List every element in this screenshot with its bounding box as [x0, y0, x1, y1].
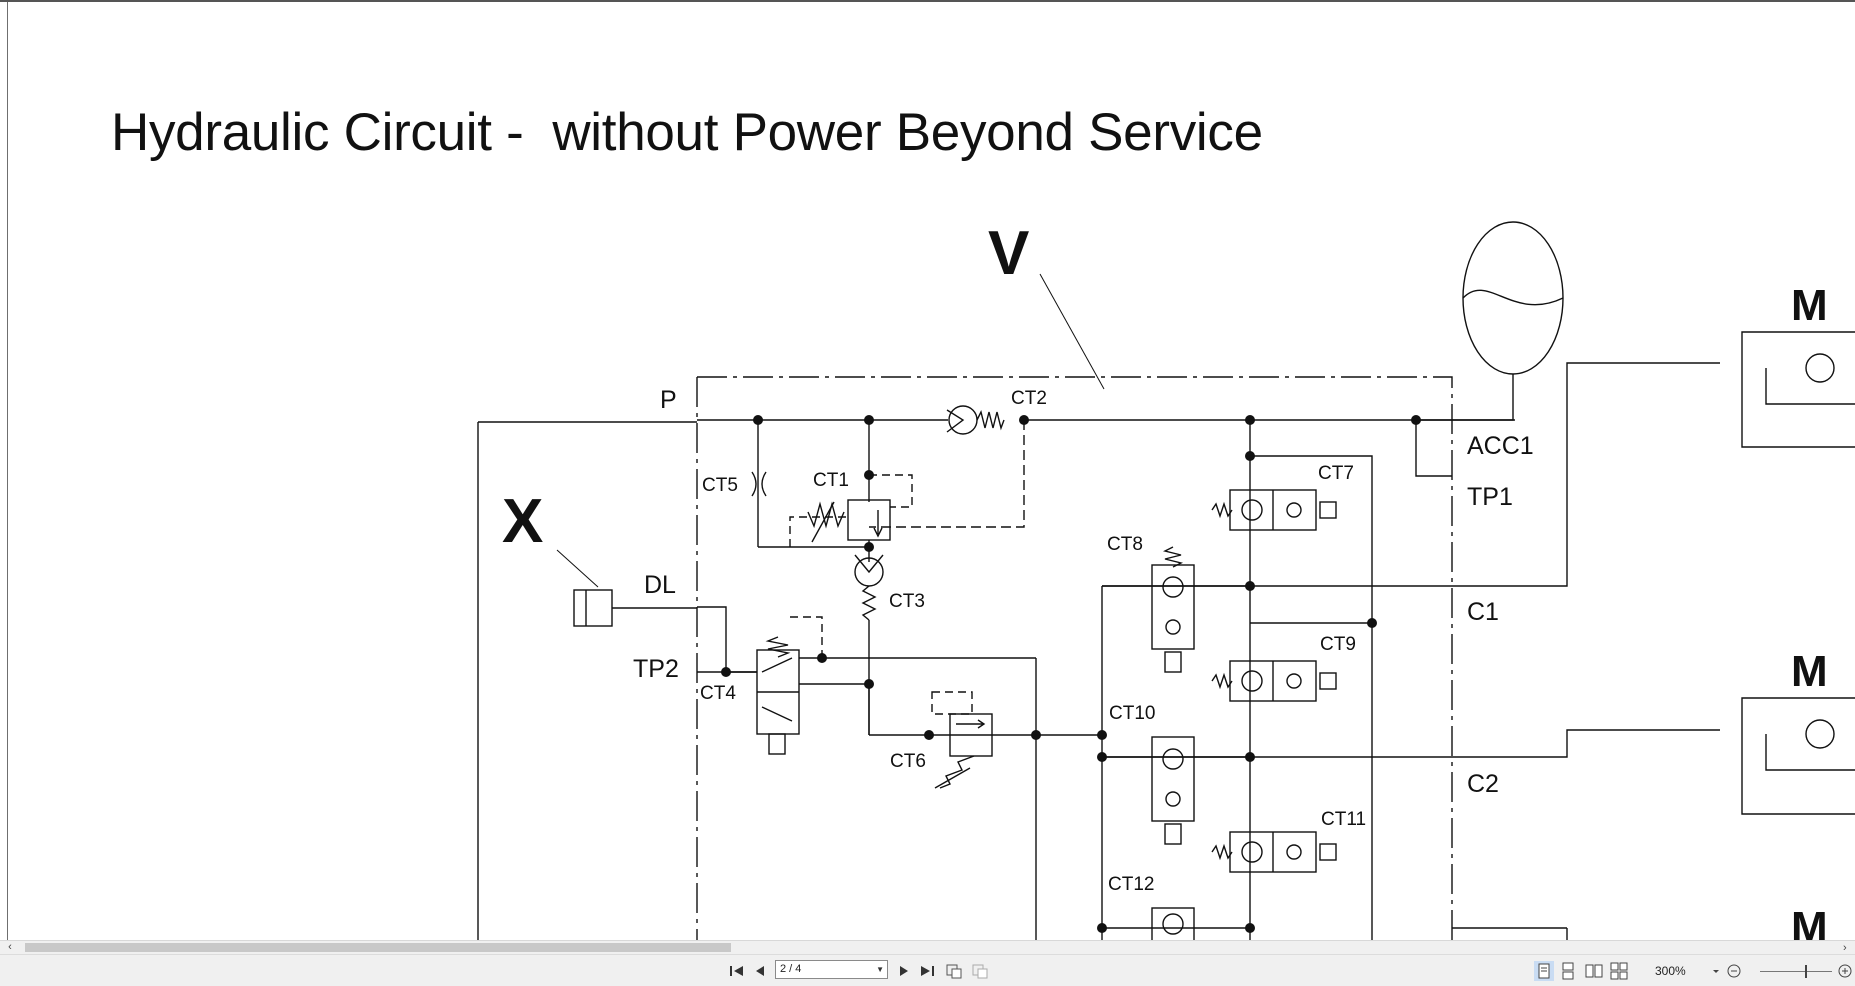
chevron-down-icon[interactable]: ▼ — [876, 965, 884, 974]
last-page-icon[interactable] — [917, 961, 937, 981]
hydraulic-schematic: V X P DL TP2 ACC1 TP1 C1 C2 CT1 CT2 CT3 … — [477, 219, 1855, 940]
previous-view-icon[interactable] — [944, 961, 964, 981]
valve-block-boundary — [697, 376, 1453, 940]
document-title: Hydraulic Circuit - without Power Beyond… — [111, 103, 1263, 162]
zoom-slider[interactable] — [1760, 971, 1832, 972]
port-label: DL — [644, 571, 676, 599]
port-label: ACC1 — [1467, 432, 1534, 460]
callout-v: V — [988, 219, 1029, 288]
cartridge-label: CT5 — [702, 475, 738, 496]
single-page-view-icon[interactable] — [1534, 961, 1554, 981]
cartridge-label: CT11 — [1321, 809, 1366, 830]
cartridge-label: CT1 — [813, 470, 849, 491]
zoom-level[interactable]: 300% — [1655, 964, 1686, 978]
cartridge-label: CT12 — [1108, 874, 1154, 895]
port-label: TP1 — [1467, 483, 1513, 511]
next-view-icon[interactable] — [970, 961, 990, 981]
motor-label: M — [1791, 281, 1828, 330]
zoom-out-icon[interactable] — [1724, 961, 1744, 981]
port-label: C2 — [1467, 770, 1499, 798]
zoom-in-icon[interactable] — [1835, 961, 1855, 981]
zoom-menu-chevron-icon[interactable] — [1710, 961, 1722, 981]
accumulator — [1462, 221, 1564, 375]
cartridge-label: CT7 — [1318, 463, 1354, 484]
scrollbar-thumb[interactable] — [25, 943, 731, 952]
page-indicator: 2 / 4 — [780, 963, 802, 975]
continuous-facing-view-icon[interactable] — [1609, 961, 1629, 981]
cartridge-label: CT8 — [1107, 534, 1143, 555]
cartridge-label: CT3 — [889, 591, 925, 612]
port-label: C1 — [1467, 598, 1499, 626]
continuous-view-icon[interactable] — [1558, 961, 1578, 981]
cartridge-label: CT6 — [890, 751, 926, 772]
motor-label: M — [1791, 647, 1828, 696]
document-page: Hydraulic Circuit - without Power Beyond… — [0, 0, 1855, 940]
cartridge-label: CT4 — [700, 683, 736, 704]
previous-page-icon[interactable] — [750, 961, 770, 981]
horizontal-scrollbar[interactable]: ‹ — [0, 940, 1855, 954]
page-border — [7, 2, 8, 940]
callout-x: X — [502, 487, 543, 556]
first-page-icon[interactable] — [727, 961, 747, 981]
motor-label: M — [1791, 903, 1828, 940]
page-number-field[interactable]: 2 / 4 ▼ — [775, 960, 888, 979]
facing-view-icon[interactable] — [1584, 961, 1604, 981]
zoom-slider-thumb[interactable] — [1805, 965, 1807, 978]
cartridge-label: CT9 — [1320, 634, 1356, 655]
cartridge-label: CT2 — [1011, 388, 1047, 409]
port-label: TP2 — [633, 655, 679, 683]
port-label: P — [660, 386, 677, 414]
cartridge-label: CT10 — [1109, 703, 1155, 724]
scroll-right-arrow[interactable]: › — [1843, 942, 1847, 954]
navigation-bar: 2 / 4 ▼ 300% — [0, 942, 1855, 986]
next-page-icon[interactable] — [894, 961, 914, 981]
scroll-left-arrow[interactable]: ‹ — [8, 941, 12, 953]
